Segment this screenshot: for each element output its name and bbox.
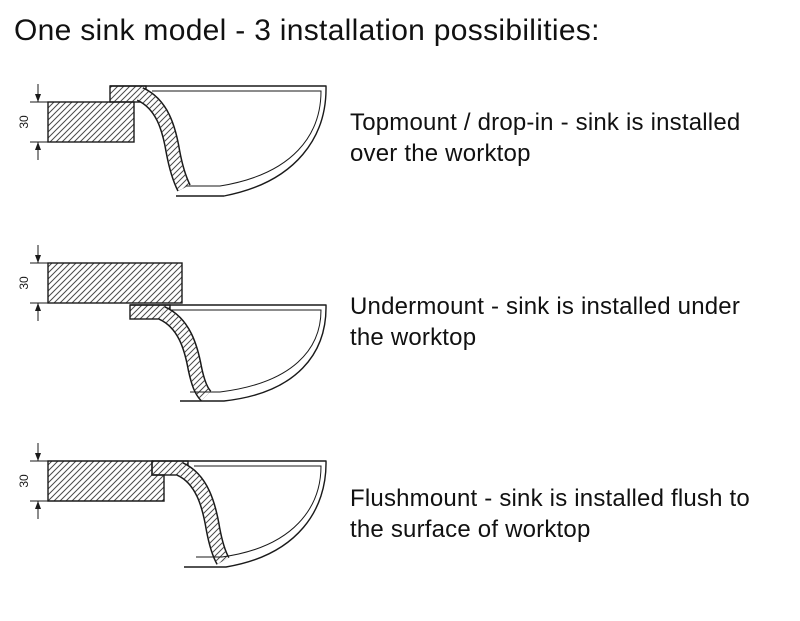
sink-inner-profile [170, 309, 322, 393]
sink-outer-profile [152, 460, 327, 568]
dimension-label: 30 [17, 474, 31, 488]
sink-outer-profile [130, 304, 327, 402]
undermount-drawing: 30 [17, 245, 327, 402]
sink-section [109, 85, 327, 197]
undermount-caption: Undermount - sink is installed under the… [350, 293, 741, 351]
worktop-section [47, 101, 135, 143]
dimension-annotation: 30 [17, 443, 48, 519]
installation-row-topmount: 30 Topmount / drop-in - sink is installe… [12, 66, 800, 211]
sink-wall-hatch [159, 307, 211, 401]
sink-inner-profile [152, 90, 322, 187]
sink-section [151, 460, 327, 568]
topmount-caption: Topmount / drop-in - sink is installed o… [350, 108, 741, 167]
sink-wall-hatch [177, 463, 229, 564]
flushmount-caption: Flushmount - sink is installed flush to … [350, 485, 750, 543]
dimension-annotation: 30 [17, 245, 48, 321]
page-title: One sink model - 3 installation possibil… [14, 14, 600, 47]
dimension-label: 30 [17, 276, 31, 290]
dimension-annotation: 30 [17, 84, 48, 160]
worktop-section [47, 262, 183, 304]
sink-wall-hatch [137, 88, 190, 191]
topmount-drawing: 30 [17, 84, 327, 197]
installation-row-flushmount: 30 Flushmount - sink is installed flush … [12, 435, 800, 595]
installation-row-undermount: 30 Undermount - sink is installed under … [12, 237, 800, 409]
flushmount-drawing: 30 [17, 443, 327, 568]
sink-inner-profile [194, 465, 322, 558]
worktop-section [47, 460, 165, 502]
sink-section [129, 304, 327, 402]
sink-outer-profile [110, 85, 327, 197]
dimension-label: 30 [17, 115, 31, 129]
